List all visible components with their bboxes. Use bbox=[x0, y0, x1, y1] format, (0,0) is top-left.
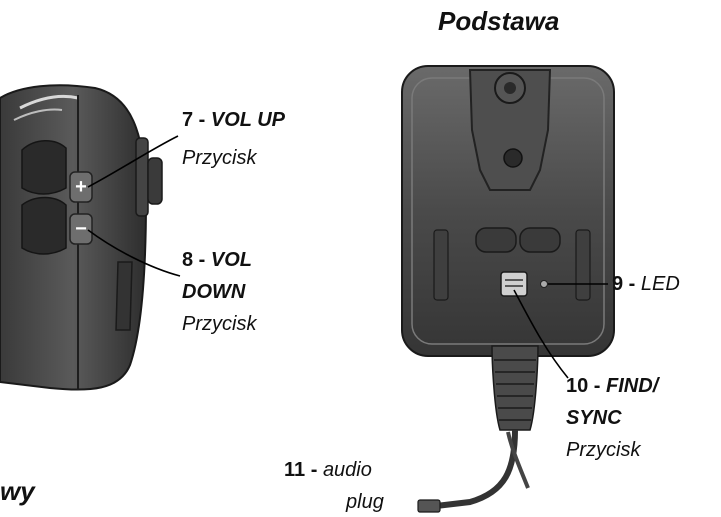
callout-separator: - bbox=[588, 375, 607, 397]
callout-find-sync: 10 - FIND/ bbox=[566, 374, 658, 398]
callout-led: 9 - LED bbox=[612, 272, 680, 296]
led-shape bbox=[540, 280, 548, 288]
callout-name: audio bbox=[322, 459, 372, 481]
callout-number: 11 bbox=[284, 459, 306, 481]
callout-separator: - bbox=[623, 273, 641, 295]
callout-find-sync-line2: SYNC bbox=[566, 407, 622, 429]
callout-separator: - bbox=[193, 109, 211, 131]
callout-number: 7 bbox=[182, 109, 194, 131]
callout-separator: - bbox=[193, 249, 211, 271]
callout-find-sync-desc: Przycisk bbox=[566, 439, 641, 461]
callout-audio-plug: 11 - audio bbox=[284, 458, 372, 482]
callout-vol-down: 8 - VOL bbox=[182, 248, 252, 272]
vol-up-button-shape bbox=[69, 171, 93, 203]
callout-vol-down-desc: Przycisk bbox=[182, 313, 257, 335]
callout-name: FIND/ bbox=[606, 375, 659, 397]
vol-down-button-shape bbox=[69, 213, 93, 245]
find-sync-button-shape bbox=[500, 271, 528, 297]
callout-vol-up: 7 - VOL UP bbox=[182, 108, 285, 132]
base-title: Podstawa bbox=[438, 6, 560, 36]
leader-lines bbox=[87, 135, 608, 379]
callout-vol-up-desc: Przycisk bbox=[182, 147, 257, 169]
callout-number: 9 bbox=[612, 273, 624, 295]
partial-label: wy bbox=[0, 476, 35, 506]
callout-name: VOL UP bbox=[210, 109, 285, 131]
callout-number: 8 bbox=[182, 249, 194, 271]
callout-name: VOL bbox=[210, 249, 253, 271]
minus-icon: − bbox=[75, 218, 87, 240]
callout-vol-down-line2: DOWN bbox=[182, 281, 246, 303]
plus-icon: + bbox=[75, 176, 87, 198]
callout-name: LED bbox=[640, 273, 680, 295]
callout-number: 10 bbox=[566, 375, 589, 397]
callout-audio-plug-line2: plug bbox=[346, 491, 384, 513]
callout-separator: - bbox=[305, 459, 323, 481]
headset-side-view bbox=[0, 84, 163, 391]
